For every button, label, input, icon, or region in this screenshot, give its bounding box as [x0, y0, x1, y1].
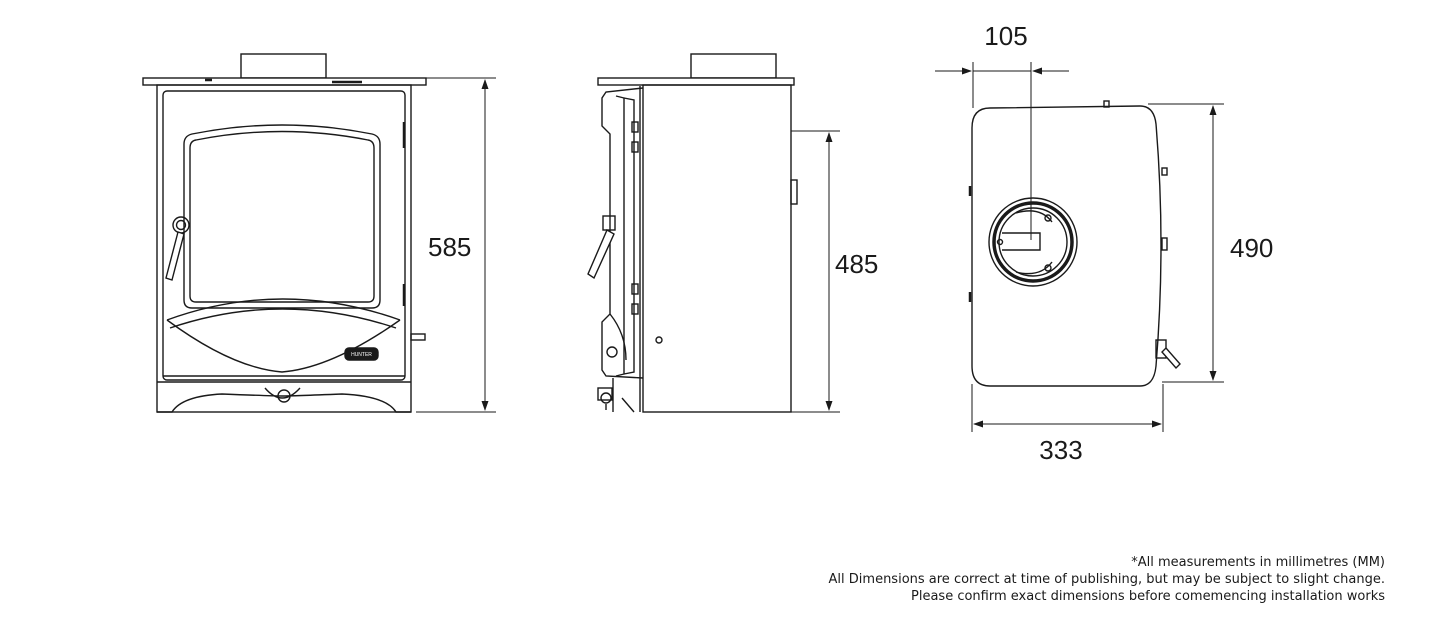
front-handle-knob — [172, 216, 190, 234]
top-view — [968, 100, 1181, 387]
front-badge-text: HUNTER — [351, 352, 372, 358]
side-door-profile — [601, 87, 644, 379]
side-view — [587, 53, 798, 413]
side-air-control — [600, 392, 612, 404]
side-body — [642, 84, 792, 413]
front-air-control — [277, 389, 291, 403]
side-top-plate — [597, 77, 795, 86]
disclaimer-notes: *All measurements in millimetres (MM) Al… — [829, 554, 1385, 605]
front-badge — [344, 347, 379, 361]
top-width-dimension — [971, 384, 1164, 432]
front-view — [142, 53, 427, 413]
side-handle-lever — [587, 229, 615, 280]
top-depth-label: 490 — [1230, 233, 1273, 263]
top-flue-label: 105 — [984, 21, 1027, 51]
front-height-dimension — [416, 77, 496, 413]
top-handle-lever — [1161, 346, 1181, 370]
top-outline — [971, 105, 1162, 387]
top-flue-ring-outer — [988, 197, 1078, 287]
front-height-label: 585 — [428, 232, 471, 262]
top-width-label: 333 — [1039, 435, 1082, 465]
front-top-plate — [142, 77, 427, 86]
side-height-dimension — [791, 130, 840, 413]
top-flue-dimension — [935, 62, 1069, 240]
side-height-label: 485 — [835, 249, 878, 279]
note-units: *All measurements in millimetres (MM) — [1131, 555, 1385, 570]
front-flue-collar — [240, 53, 327, 79]
top-depth-dimension — [1148, 103, 1224, 383]
note-accuracy: All Dimensions are correct at time of pu… — [828, 572, 1385, 587]
front-handle-lever — [165, 231, 185, 281]
side-handle-block — [602, 215, 616, 231]
side-flue-collar — [690, 53, 777, 79]
note-confirm: Please confirm exact dimensions before c… — [911, 589, 1385, 604]
front-door-glass — [183, 124, 381, 309]
front-body — [156, 84, 412, 413]
